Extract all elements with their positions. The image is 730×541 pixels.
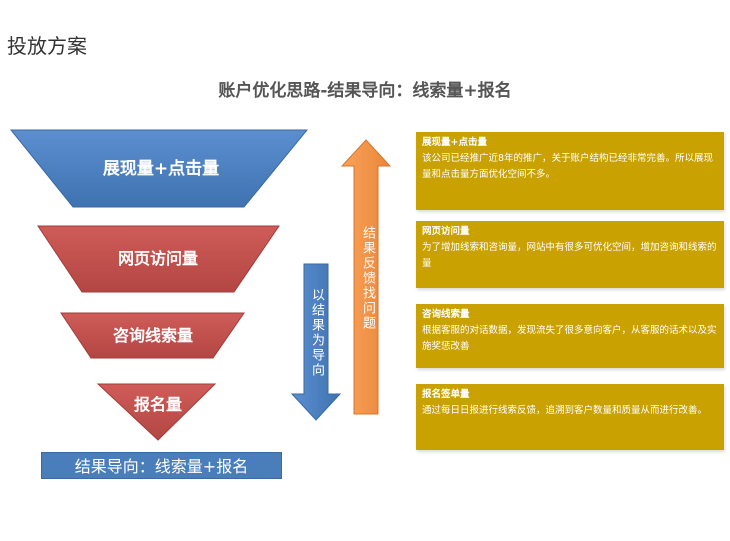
funnel-segment-4 — [96, 383, 217, 441]
note-title: 展现量+点击量 — [422, 137, 487, 148]
up-arrow-label: 结果反馈找问题 — [360, 226, 375, 331]
note-body: 为了增加线索和咨询量，网站中有很多可优化空间，增加咨询和线索的量 — [422, 242, 717, 269]
note-body: 通过每日日报进行线索反馈，追溯到客户数量和质量从而进行改善。 — [422, 405, 708, 416]
funnel-label-3: 咨询线索量 — [113, 326, 193, 345]
result-bar: 结果导向：线索量+报名 — [41, 452, 282, 479]
funnel-label-4: 报名量 — [134, 395, 182, 414]
note-title: 网页访问量 — [422, 226, 470, 237]
page-heading: 投放方案 — [7, 34, 87, 58]
slide-title: 账户优化思路-结果导向：线索量+报名 — [218, 81, 512, 101]
funnel-segment-2 — [37, 225, 280, 293]
note-box-3: 咨询线索量 根据客服的对话数据，发现流失了很多意向客户，从客服的话术以及实施奖惩… — [416, 304, 724, 368]
note-box-4: 报名签单量 通过每日日报进行线索反馈，追溯到客户数量和质量从而进行改善。 — [416, 384, 724, 450]
down-arrow-label: 以结果为导向 — [309, 288, 324, 378]
note-box-1: 展现量+点击量 该公司已经推广近8年的推广，关于账户结构已经非常完善。所以展现量… — [416, 132, 724, 210]
note-body: 该公司已经推广近8年的推广，关于账户结构已经非常完善。所以展现量和点击量方面优化… — [422, 153, 714, 180]
funnel-label-2: 网页访问量 — [118, 249, 198, 268]
funnel-label-1: 展现量+点击量 — [103, 158, 219, 179]
funnel-segment-3 — [60, 312, 245, 359]
funnel-segment-1 — [9, 129, 309, 208]
note-box-2: 网页访问量 为了增加线索和咨询量，网站中有很多可优化空间，增加咨询和线索的量 — [416, 221, 724, 288]
note-title: 报名签单量 — [422, 389, 470, 400]
note-title: 咨询线索量 — [422, 309, 470, 320]
note-body: 根据客服的对话数据，发现流失了很多意向客户，从客服的话术以及实施奖惩改善 — [422, 325, 717, 352]
